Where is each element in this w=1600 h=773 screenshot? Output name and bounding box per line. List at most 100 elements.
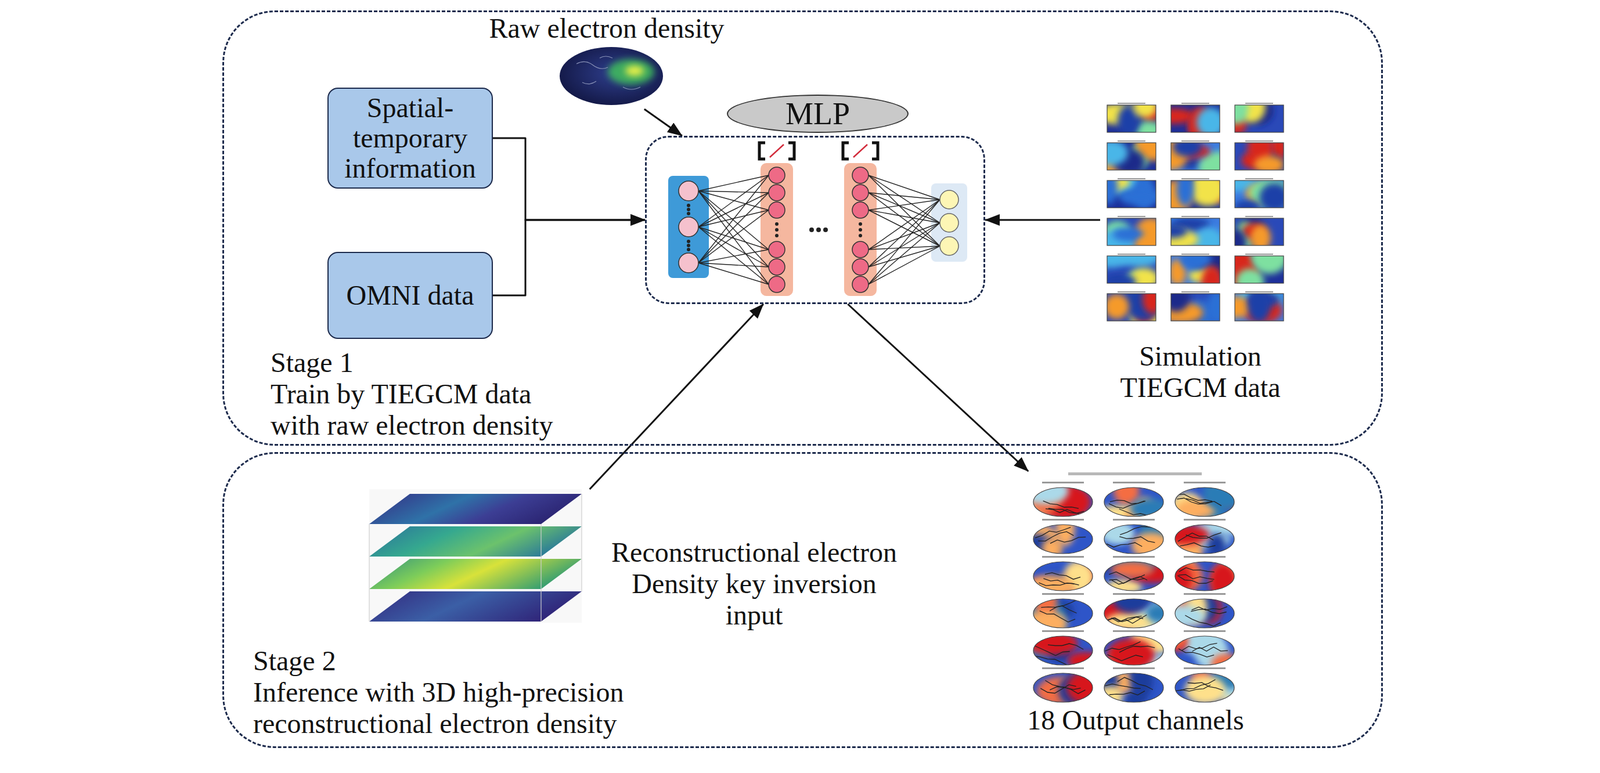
arrow-connector bbox=[644, 109, 683, 136]
heatmap-blob bbox=[1259, 183, 1284, 208]
network-link bbox=[698, 249, 769, 263]
plot-title-line bbox=[1042, 481, 1084, 484]
coastline bbox=[1179, 567, 1215, 573]
neuron bbox=[678, 217, 699, 237]
network-link bbox=[868, 199, 940, 268]
plot-title-line bbox=[1183, 593, 1226, 596]
coastline bbox=[1048, 508, 1084, 514]
heatmap-blob bbox=[1107, 256, 1131, 269]
heatmap-blob bbox=[1188, 180, 1220, 207]
coastline bbox=[1176, 498, 1213, 504]
coastline bbox=[1033, 656, 1069, 667]
coastline bbox=[1040, 606, 1077, 614]
cell-outline bbox=[1107, 142, 1156, 171]
ellipsis-dot bbox=[858, 222, 863, 226]
neuron bbox=[852, 184, 869, 201]
heatmap-cell bbox=[1104, 627, 1175, 677]
neuron bbox=[768, 202, 785, 219]
heatmap-cell bbox=[1107, 105, 1156, 133]
activation-bracket bbox=[759, 142, 795, 160]
network-link bbox=[868, 222, 940, 285]
heatmap-cell bbox=[1100, 513, 1184, 560]
cell-outline bbox=[1234, 105, 1284, 133]
neuron bbox=[939, 213, 959, 233]
globe-body bbox=[559, 47, 663, 106]
heatmap-blob bbox=[1158, 525, 1210, 546]
plot-title-line bbox=[1183, 630, 1226, 633]
cell-outline bbox=[1234, 142, 1284, 171]
volume-edge bbox=[369, 494, 582, 622]
heatmap-blob bbox=[1234, 200, 1261, 208]
cell-outline bbox=[1170, 293, 1220, 322]
heatmap-cell bbox=[1170, 105, 1220, 133]
cell-outline bbox=[1170, 218, 1220, 246]
heatmap-blob bbox=[1113, 477, 1140, 506]
cell-outline bbox=[1175, 599, 1235, 629]
plot-title-line bbox=[1183, 519, 1226, 521]
heatmap-cell bbox=[1170, 256, 1220, 284]
heatmap-cell bbox=[1151, 521, 1245, 569]
coastline bbox=[1178, 649, 1214, 658]
heatmap-cell bbox=[1107, 180, 1156, 208]
network-links bbox=[698, 175, 940, 285]
coastline bbox=[1106, 542, 1142, 548]
ellipsis-dot bbox=[823, 227, 828, 233]
heatmap-blob bbox=[1025, 610, 1068, 637]
heatmap-cell bbox=[1010, 584, 1093, 639]
cell-outline bbox=[1104, 524, 1164, 554]
neuron bbox=[768, 258, 785, 276]
heatmap-cell bbox=[1012, 512, 1093, 569]
coastline bbox=[1110, 500, 1146, 504]
network-link bbox=[698, 226, 769, 250]
cell-outline bbox=[1033, 636, 1093, 666]
figure-caption: Simulation TIEGCM data bbox=[1100, 340, 1301, 404]
neuron bbox=[852, 167, 869, 184]
heatmap-cell bbox=[1170, 218, 1220, 246]
coastline bbox=[1107, 617, 1144, 622]
plot-title-line bbox=[1245, 215, 1274, 218]
heatmap-blob bbox=[1107, 294, 1130, 320]
coastline bbox=[1119, 526, 1156, 535]
heatmap-cell bbox=[1234, 105, 1284, 133]
heatmap-blob bbox=[1176, 180, 1195, 207]
model-heading: MLP bbox=[785, 98, 850, 130]
ellipsis-dot bbox=[809, 227, 814, 233]
heatmap-blob bbox=[1096, 686, 1123, 708]
layered-density-illustration bbox=[369, 489, 582, 623]
coastline bbox=[1050, 537, 1086, 544]
plot-title-line bbox=[1112, 593, 1155, 596]
heatmap-cell bbox=[1234, 180, 1284, 208]
cell-outline bbox=[1107, 105, 1156, 133]
coastline bbox=[1186, 532, 1222, 539]
box-label: Spatial- temporary information bbox=[330, 92, 490, 183]
heatmap-blob bbox=[1247, 293, 1271, 322]
figure-caption-text: Simulation TIEGCM data bbox=[1100, 340, 1301, 404]
heatmap-cell bbox=[1170, 293, 1220, 322]
heatmap-blob bbox=[1152, 605, 1206, 628]
globe-illustration bbox=[559, 47, 663, 106]
plot-title-line bbox=[1117, 178, 1146, 180]
input-figure: Raw electron density bbox=[467, 12, 747, 110]
neuron bbox=[678, 253, 699, 273]
inversion-input-figure: Reconstructional electron Density key in… bbox=[369, 489, 920, 642]
heatmap-blob bbox=[1146, 604, 1173, 623]
figure-title-line bbox=[1068, 472, 1202, 476]
neuron bbox=[852, 241, 869, 258]
network-link bbox=[868, 246, 940, 285]
cell-outline bbox=[1175, 524, 1235, 554]
plot-title-line bbox=[1245, 291, 1274, 293]
hidden-layer bbox=[844, 163, 877, 297]
heatmap-blob bbox=[1201, 265, 1220, 284]
coastline bbox=[1109, 691, 1145, 696]
heatmap-blob bbox=[1133, 238, 1156, 246]
coastline bbox=[1044, 573, 1081, 580]
plot-title-line bbox=[1245, 253, 1274, 255]
cell-outline bbox=[1107, 256, 1156, 284]
heatmap-blob bbox=[1025, 631, 1078, 655]
stage-caption: Stage 2Inference with 3D high-precision … bbox=[253, 645, 660, 740]
input-box: Spatial- temporary information bbox=[327, 87, 493, 189]
plot-title-line bbox=[1117, 215, 1146, 218]
coastline bbox=[1108, 571, 1145, 580]
cell-outline bbox=[1175, 561, 1235, 592]
plot-title-line bbox=[1181, 102, 1210, 104]
